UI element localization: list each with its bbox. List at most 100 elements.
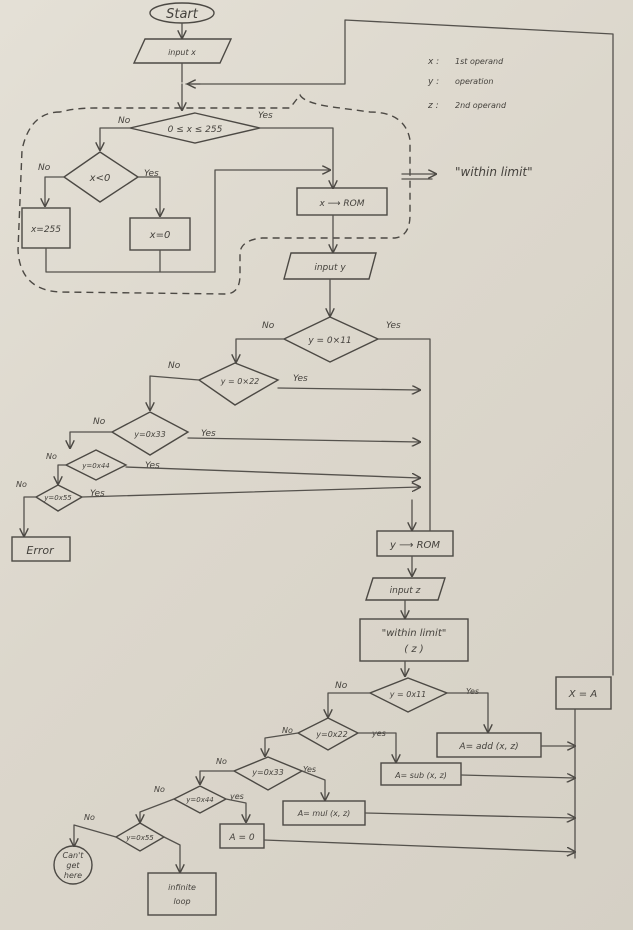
- legend-z-desc: 2nd operand: [455, 101, 507, 110]
- decision-y-0x22-label: y = 0×22: [220, 377, 260, 386]
- decision-op-0x11: [368, 677, 449, 713]
- flow-arrow: [163, 836, 180, 872]
- input-y-label: input y: [314, 263, 346, 273]
- flow-arrow: [236, 338, 285, 362]
- start-label: Start: [166, 7, 199, 22]
- store-x-box: [296, 187, 388, 216]
- within-limit-z-sublabel: ( z ): [404, 644, 423, 655]
- store-y-box: [376, 530, 454, 557]
- flow-arrow: [259, 127, 333, 188]
- infinite-loop-line-1: infinite: [168, 883, 196, 892]
- legend-y-key: y :: [427, 77, 439, 87]
- flow-arrow: [70, 431, 113, 448]
- input-z-label: input z: [390, 586, 421, 596]
- a-zero-label: A = 0: [228, 833, 254, 843]
- a-zero-box: [219, 823, 265, 849]
- decision-y-0x55: [34, 484, 84, 512]
- label-no: No: [84, 813, 95, 822]
- decision-op-0x33-label: y=0x33: [251, 768, 283, 777]
- flow-arrow: [460, 775, 575, 778]
- decision-y-0x11-label: y = 0×11: [307, 336, 351, 346]
- label-no: No: [93, 417, 106, 427]
- cant-get-here-line-1: Can't: [63, 851, 85, 860]
- flow-arrow: [265, 732, 299, 756]
- legend-y-desc: operation: [455, 77, 493, 86]
- decision-op-0x22-label: y=0x22: [315, 730, 347, 739]
- a-add-box: [436, 732, 542, 758]
- decision-y-0x44: [64, 449, 128, 481]
- decision-op-0x55-label: y=0x55: [125, 834, 154, 842]
- label-no: No: [216, 757, 227, 766]
- label-yes: Yes: [386, 321, 401, 331]
- label-no: No: [16, 480, 27, 489]
- label-no: No: [282, 726, 293, 735]
- decision-y-0x33-label: y=0x33: [133, 430, 165, 439]
- decision-x-negative: [62, 151, 140, 203]
- store-y-label: y ⟶ ROM: [389, 540, 440, 551]
- a-mul-label: A= mul (x, z): [297, 809, 351, 818]
- flow-arrow: [364, 812, 575, 818]
- flow-arrow: [45, 176, 65, 206]
- flow-arrow: [140, 798, 175, 822]
- decision-y-0x33: [110, 411, 190, 456]
- label-yes: Yes: [90, 489, 105, 499]
- label-yes: Yes: [258, 111, 273, 121]
- loop-back-line: [185, 19, 614, 676]
- x-equals-a-box: [555, 676, 612, 710]
- decision-op-0x11-label: y = 0x11: [389, 690, 427, 699]
- decision-y-0x22: [197, 362, 280, 406]
- label-yes: Yes: [466, 687, 479, 696]
- flow-arrow: [446, 692, 488, 732]
- yes-collector-line: [377, 338, 431, 531]
- decision-y-0x55-label: y=0x55: [43, 494, 72, 502]
- flow-arrow: [137, 176, 160, 216]
- a-sub-box: [380, 762, 462, 786]
- input-z-box: [365, 577, 446, 601]
- label-no: No: [154, 785, 165, 794]
- cant-get-here-line-3: here: [64, 871, 82, 880]
- within-limit-region: [17, 93, 411, 295]
- label-no: No: [335, 681, 348, 691]
- label-no: No: [118, 116, 131, 126]
- flow-arrow: [200, 770, 235, 784]
- input-y-box: [283, 252, 377, 280]
- infinite-loop-line-2: loop: [173, 897, 190, 906]
- within-limit-note: "within limit": [455, 165, 533, 179]
- decision-op-0x55: [114, 822, 166, 852]
- within-limit-z-box: [359, 618, 469, 662]
- error-box: [11, 536, 71, 562]
- cant-get-here-line-2: get: [66, 861, 80, 870]
- decision-y-0x11: [282, 316, 380, 363]
- decision-op-0x22: [296, 717, 360, 751]
- flow-arrow: [277, 388, 420, 390]
- infinite-loop-box: [147, 872, 217, 916]
- flow-arrow: [100, 127, 131, 150]
- label-yes: Yes: [201, 429, 216, 439]
- flow-arrow: [263, 839, 575, 852]
- label-yes: Yes: [144, 169, 159, 179]
- flow-arrow: [125, 466, 420, 478]
- label-no: No: [46, 452, 57, 461]
- decision-x-range: [129, 112, 261, 144]
- decision-y-0x44-label: y=0x44: [81, 462, 110, 470]
- label-yes: Yes: [145, 461, 160, 471]
- flow-arrow: [187, 438, 420, 442]
- decision-x-range-label: 0 ≤ x ≤ 255: [168, 125, 223, 135]
- flow-arrow: [301, 770, 325, 800]
- decision-x-negative-label: x<0: [89, 173, 111, 184]
- x-equals-a-label: X = A: [568, 689, 598, 700]
- legend-x-desc: 1st operand: [455, 57, 504, 66]
- input-x-label: input x: [168, 48, 196, 57]
- legend-z-key: z :: [427, 101, 439, 111]
- decision-op-0x33: [232, 756, 304, 791]
- label-no: No: [262, 321, 275, 331]
- decision-op-0x44-label: y=0x44: [185, 796, 214, 804]
- a-add-label: A= add (x, z): [458, 742, 518, 752]
- flow-arrow: [357, 732, 396, 762]
- label-yes-lower: yes: [229, 792, 244, 801]
- flow-line: [45, 247, 216, 273]
- flow-arrow: [24, 496, 37, 536]
- label-yes: Yes: [303, 765, 316, 774]
- flow-arrow: [328, 692, 371, 717]
